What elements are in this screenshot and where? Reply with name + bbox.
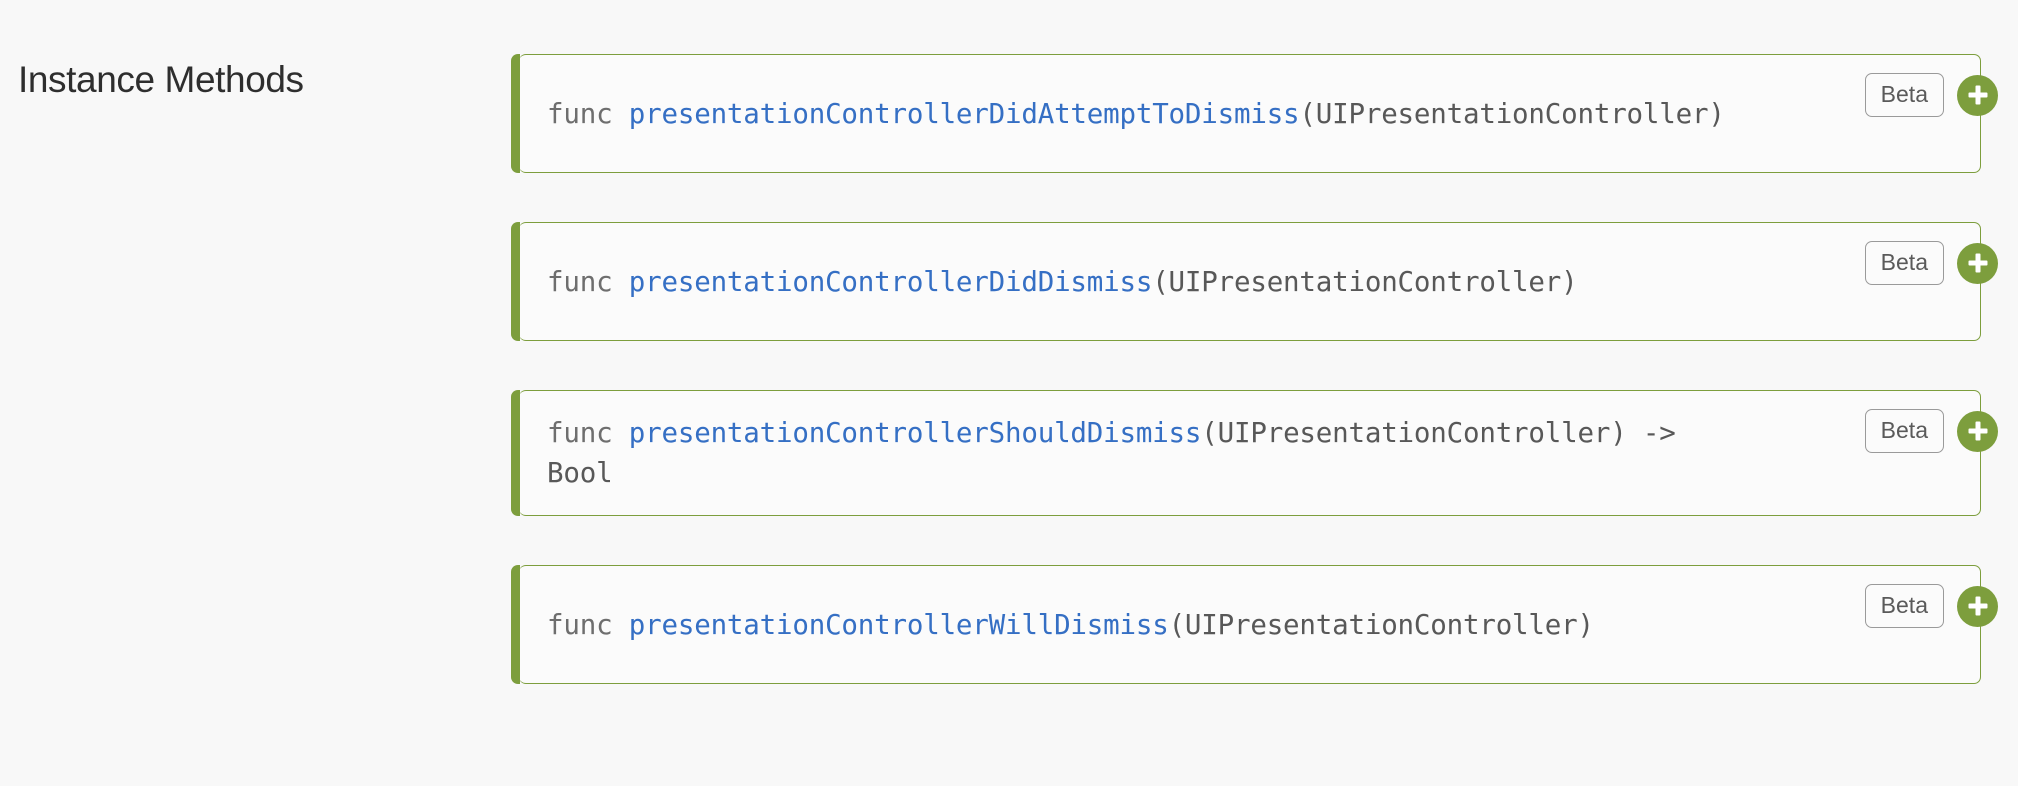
method-signature: func presentationControllerShouldDismiss… [547, 413, 1727, 493]
status-badge: Beta [1864, 73, 1944, 117]
plus-icon[interactable] [1957, 74, 1998, 116]
method-card[interactable]: func presentationControllerWillDismiss(U… [511, 565, 1998, 684]
instance-methods-list: func presentationControllerDidAttemptToD… [511, 54, 1998, 684]
method-signature: func presentationControllerDidAttemptToD… [547, 94, 1725, 134]
accent-bar [511, 390, 520, 516]
func-keyword: func [547, 265, 613, 298]
accent-bar [511, 565, 520, 684]
plus-icon[interactable] [1957, 585, 1998, 627]
method-name[interactable]: presentationControllerDidAttemptToDismis… [628, 97, 1300, 130]
plus-icon[interactable] [1957, 242, 1998, 284]
status-badge: Beta [1864, 409, 1944, 453]
card-controls: Beta [1864, 73, 1998, 117]
plus-icon[interactable] [1957, 410, 1998, 452]
method-card[interactable]: func presentationControllerDidAttemptToD… [511, 54, 1998, 173]
method-params: (UIPresentationController) [1299, 97, 1725, 130]
func-keyword: func [547, 97, 613, 130]
method-name[interactable]: presentationControllerWillDismiss [628, 608, 1169, 641]
method-signature: func presentationControllerWillDismiss(U… [547, 605, 1594, 645]
accent-bar [511, 222, 520, 341]
card-controls: Beta [1864, 409, 1998, 453]
method-card[interactable]: func presentationControllerShouldDismiss… [511, 390, 1998, 516]
method-signature: func presentationControllerDidDismiss(UI… [547, 262, 1578, 302]
accent-bar [511, 54, 520, 173]
method-params: (UIPresentationController) -> Bool [547, 417, 1676, 489]
method-card[interactable]: func presentationControllerDidDismiss(UI… [511, 222, 1998, 341]
func-keyword: func [547, 608, 613, 641]
method-name[interactable]: presentationControllerShouldDismiss [628, 417, 1202, 449]
status-badge: Beta [1864, 584, 1944, 628]
func-keyword: func [547, 417, 613, 449]
method-name[interactable]: presentationControllerDidDismiss [628, 265, 1153, 298]
status-badge: Beta [1864, 241, 1944, 285]
method-params: (UIPresentationController) [1152, 265, 1578, 298]
card-controls: Beta [1864, 241, 1998, 285]
card-controls: Beta [1864, 584, 1998, 628]
method-params: (UIPresentationController) [1168, 608, 1594, 641]
page-title: Instance Methods [18, 59, 304, 100]
